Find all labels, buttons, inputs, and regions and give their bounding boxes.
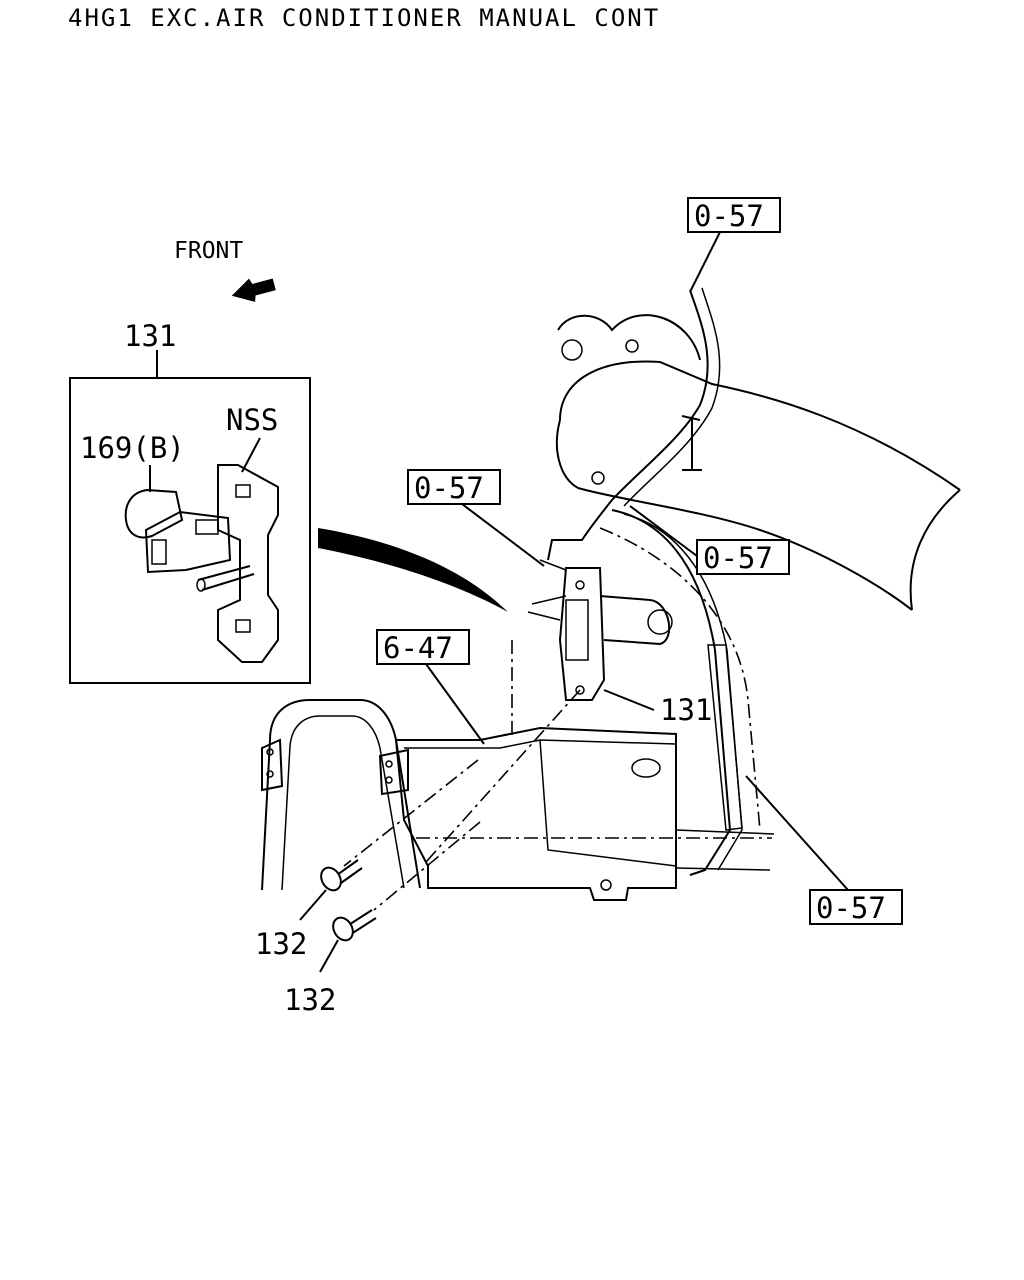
leader-nss bbox=[241, 437, 261, 473]
inset-connector bbox=[151, 539, 167, 565]
hose-sleeve bbox=[707, 644, 743, 831]
solenoid-ports bbox=[527, 559, 567, 621]
solenoid-cap-main bbox=[647, 609, 673, 635]
ref-box-bottom-right-frame bbox=[809, 889, 903, 925]
ref-box-mid-right: 0-57 bbox=[696, 539, 790, 575]
leader-ref-bottom-right bbox=[745, 775, 849, 891]
ref-mid-left-text: 0-57 bbox=[414, 471, 484, 505]
leader-132-upper bbox=[299, 889, 327, 921]
intake-pipe-end bbox=[555, 419, 579, 489]
bolt-132-upper bbox=[320, 859, 363, 892]
bolt-132-upper-head bbox=[320, 866, 342, 892]
vacuum-hose-upper-inner bbox=[623, 287, 721, 507]
frame-tab-hole-1 bbox=[266, 748, 274, 756]
pipe-clip bbox=[681, 415, 702, 471]
inset-bracket-hole-bottom bbox=[235, 619, 251, 633]
leader-ref-top-right bbox=[689, 231, 721, 293]
solenoid-body-main bbox=[565, 599, 589, 661]
intake-pipe-assembly bbox=[547, 287, 961, 876]
inset-nipple bbox=[197, 565, 255, 591]
frame-loop-outer bbox=[261, 699, 421, 891]
base-hole bbox=[600, 879, 612, 891]
callout-132-upper: 132 bbox=[255, 927, 307, 961]
base-extension bbox=[675, 829, 775, 871]
leader-ref-bracket bbox=[425, 663, 485, 745]
callout-132-lower: 132 bbox=[284, 983, 336, 1017]
bolt-132-lower bbox=[332, 909, 377, 942]
inset-bracket-plate bbox=[217, 464, 279, 663]
callout-131-inset: 131 bbox=[124, 319, 176, 353]
leader-ref-mid-left bbox=[461, 503, 545, 567]
ref-bottom-right-text: 0-57 bbox=[816, 891, 886, 925]
flange-bolt-2 bbox=[625, 339, 639, 353]
base-bracket-plate bbox=[394, 726, 677, 901]
flange-bolt-1 bbox=[561, 339, 583, 361]
frame-loop-inner bbox=[281, 715, 405, 891]
callout-131-main: 131 bbox=[660, 693, 712, 727]
leader-ref-mid-right bbox=[629, 505, 698, 557]
ref-bracket-text: 6-47 bbox=[383, 631, 453, 665]
intake-pipe-bottom bbox=[577, 487, 913, 611]
base-plate-edge bbox=[404, 739, 677, 749]
frame-tab-left bbox=[261, 738, 284, 792]
hose-routing-dash bbox=[599, 527, 761, 831]
inset-solenoid-label bbox=[195, 519, 219, 535]
frame-tab-hole-2 bbox=[266, 770, 274, 778]
frame-tab-hole-3 bbox=[385, 760, 393, 768]
inset-nipple-end bbox=[196, 578, 206, 592]
ref-box-mid-right-frame bbox=[696, 539, 790, 575]
ref-box-bracket-frame bbox=[376, 629, 470, 665]
base-plate-fold bbox=[539, 739, 677, 867]
inset-solenoid-cylinder bbox=[124, 488, 184, 539]
intake-pipe-cut bbox=[909, 489, 961, 611]
ref-top-right-text: 0-57 bbox=[694, 199, 764, 233]
callout-169b: 169(B) bbox=[80, 431, 185, 465]
ref-box-top-right-frame bbox=[687, 197, 781, 233]
bracket-hole-lower bbox=[575, 685, 585, 695]
front-label: FRONT bbox=[174, 238, 243, 264]
solenoid-cylinder-main bbox=[599, 595, 670, 646]
frame-tab-hole-4 bbox=[385, 776, 393, 784]
base-slot bbox=[631, 758, 661, 778]
flange-bolt-3 bbox=[591, 471, 605, 485]
inset-bracket-hole-top bbox=[235, 484, 251, 498]
callout-nss: NSS bbox=[226, 403, 278, 437]
pointer-wedge bbox=[318, 528, 508, 612]
leader-132-lower bbox=[319, 939, 339, 973]
ref-box-mid-left-frame bbox=[407, 469, 501, 505]
ref-box-bottom-right: 0-57 bbox=[809, 889, 903, 925]
ref-box-bracket: 6-47 bbox=[376, 629, 470, 665]
front-arrow-icon bbox=[231, 278, 276, 302]
solenoid-bracket-main bbox=[558, 567, 606, 701]
frame-tab-right bbox=[378, 748, 409, 796]
bolt-132-lower-head bbox=[332, 916, 354, 942]
bolt-align-lines bbox=[343, 689, 581, 911]
solenoid-valve-main bbox=[527, 559, 673, 701]
mounting-bracket-assembly bbox=[261, 640, 775, 911]
ref-box-mid-left: 0-57 bbox=[407, 469, 501, 505]
inset-solenoid-body bbox=[144, 510, 232, 574]
intake-flange bbox=[557, 314, 701, 361]
intake-pipe-top bbox=[559, 360, 961, 491]
ref-box-top-right: 0-57 bbox=[687, 197, 781, 233]
diagram-title: 4HG1 EXC.AIR CONDITIONER MANUAL CONT bbox=[68, 4, 660, 32]
inset-detail: 131 169(B) NSS bbox=[69, 319, 311, 684]
leader-131-main bbox=[603, 689, 655, 711]
ref-mid-right-text: 0-57 bbox=[703, 541, 773, 575]
vacuum-hose-upper bbox=[547, 289, 709, 561]
bracket-hole-upper bbox=[575, 580, 585, 590]
